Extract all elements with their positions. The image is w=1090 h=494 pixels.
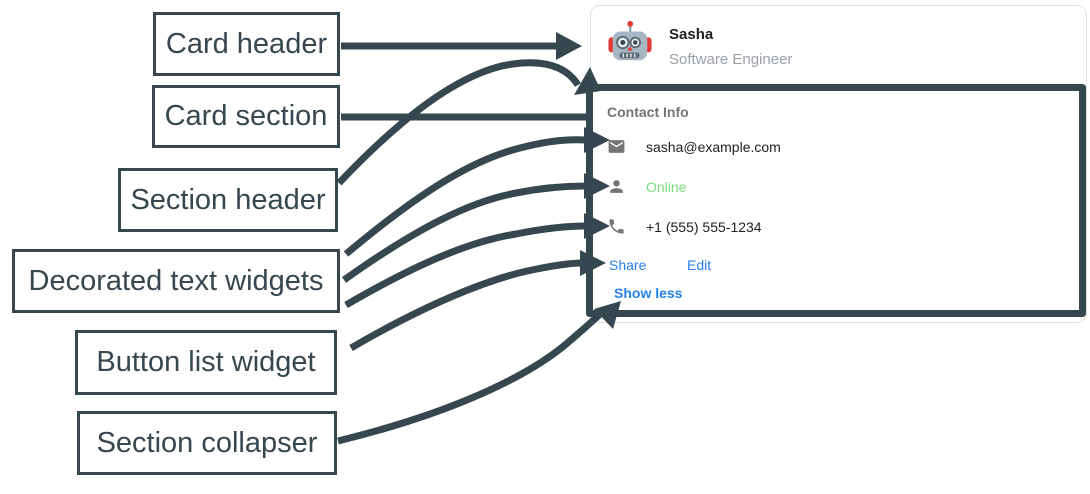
phone-icon xyxy=(609,219,624,234)
arrow-decorated-phone xyxy=(344,222,587,309)
robot-avatar xyxy=(608,20,652,61)
status-text: Online xyxy=(646,179,687,195)
arrowhead-card-header xyxy=(556,32,582,60)
card-header-name: Sasha xyxy=(669,26,714,43)
show-less-button[interactable]: Show less xyxy=(614,285,683,301)
contact-card: Sasha Software Engineer Contact Info sas… xyxy=(590,5,1087,323)
edit-button[interactable]: Edit xyxy=(687,257,712,273)
card-header-subtitle: Software Engineer xyxy=(669,51,793,68)
arrow-decorated-email xyxy=(343,136,587,257)
arrow-button-list xyxy=(349,259,583,352)
annotation-section-collapser: Section collapser xyxy=(77,411,337,475)
annotation-decorated-text-widgets: Decorated text widgets xyxy=(12,249,340,313)
annotation-button-list-widget: Button list widget xyxy=(75,330,337,395)
email-text: sasha@example.com xyxy=(646,139,781,155)
arrow-decorated-status xyxy=(341,182,587,283)
person-icon xyxy=(610,180,623,193)
annotation-section-header: Section header xyxy=(118,168,338,232)
arrow-section-header xyxy=(336,59,581,186)
section-header-title: Contact Info xyxy=(607,104,689,120)
mail-icon xyxy=(608,140,625,153)
share-button[interactable]: Share xyxy=(609,257,647,273)
annotation-card-header: Card header xyxy=(153,12,340,76)
arrow-section-collapser xyxy=(337,311,603,445)
phone-text: +1 (555) 555-1234 xyxy=(646,219,762,235)
annotation-card-section: Card section xyxy=(152,85,340,148)
